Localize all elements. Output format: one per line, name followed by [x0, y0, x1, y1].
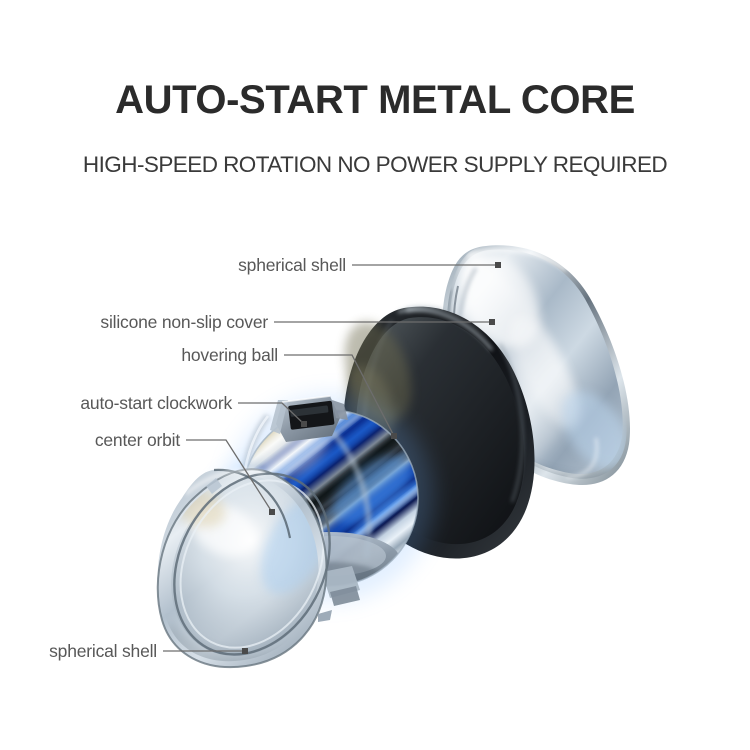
leader-marker-spherical-shell-bottom — [242, 648, 248, 654]
callout-auto-start-clockwork: auto-start clockwork — [80, 393, 232, 413]
page-title: AUTO-START METAL CORE — [115, 78, 635, 122]
leader-marker-auto-start-clockwork — [301, 421, 307, 427]
lower-spherical-shell — [156, 468, 332, 669]
page-subtitle: HIGH-SPEED ROTATION NO POWER SUPPLY REQU… — [82, 152, 668, 177]
callout-center-orbit: center orbit — [94, 430, 180, 450]
leader-marker-spherical-shell-top — [495, 262, 501, 268]
leader-marker-silicone-cover — [489, 319, 495, 325]
callout-spherical-shell-bottom: spherical shell — [49, 641, 157, 661]
callout-hovering-ball: hovering ball — [181, 345, 278, 365]
callout-spherical-shell-top: spherical shell — [238, 255, 346, 275]
leader-marker-center-orbit — [269, 509, 275, 515]
leader-marker-hovering-ball — [391, 433, 397, 439]
callout-silicone-cover: silicone non-slip cover — [100, 312, 268, 332]
